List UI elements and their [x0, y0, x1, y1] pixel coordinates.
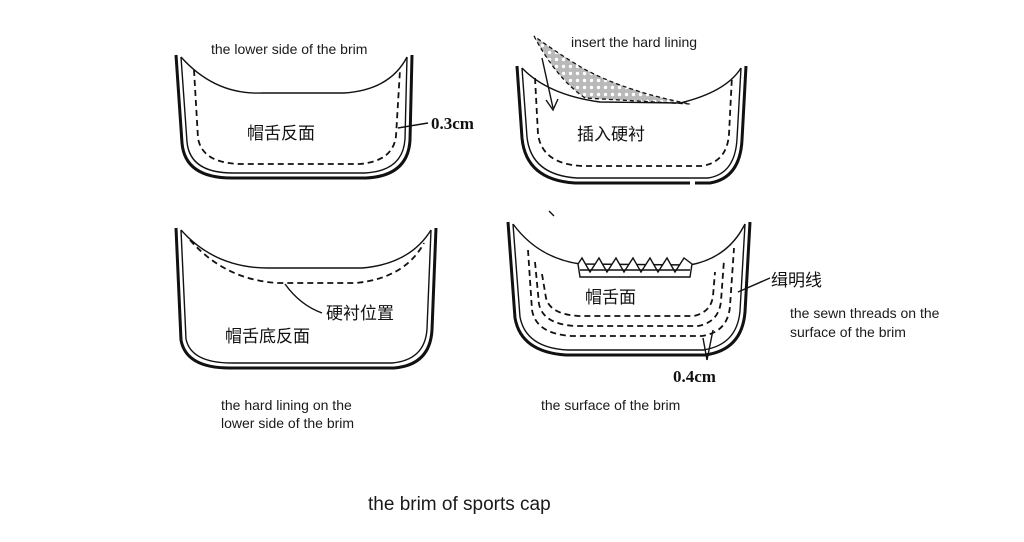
- insert-arrow-head: [545, 98, 559, 112]
- label-brim-face-cn: 帽舌面: [585, 288, 636, 308]
- panel-surface: 帽舌面 缉明线 0.4cm the sewn threads on the su…: [506, 210, 940, 413]
- label-insert-lining-cn: 插入硬衬: [577, 125, 645, 145]
- topstitch-line-3: [541, 271, 716, 317]
- brim-outline: [174, 54, 414, 180]
- brim-inner-edge: [512, 223, 746, 351]
- topstitch-line-2: [534, 259, 725, 327]
- panel-lining-position: 硬衬位置 帽舌底反面 the hard lining on the lower …: [174, 227, 438, 431]
- brim-outline: [515, 65, 690, 185]
- brim-back-edge: [512, 223, 746, 266]
- brim-inner-edge: [521, 67, 742, 179]
- lining-position-line: [189, 239, 425, 284]
- label-topstitch-cn: 缉明线: [771, 271, 822, 291]
- leader-line-topstitch: [737, 277, 771, 293]
- label-hard-lining-line1: the hard lining on the: [221, 397, 352, 413]
- brim-outline-right: [695, 65, 748, 185]
- topstitch-line-1: [527, 247, 735, 337]
- label-brim-bottom-reverse-cn: 帽舌底反面: [225, 327, 310, 347]
- dimension-0-4cm: 0.4cm: [673, 367, 716, 386]
- brim-inner-edge: [180, 229, 432, 364]
- leader-line-03: [397, 122, 429, 129]
- stray-mark: [548, 210, 555, 217]
- leader-line-04b: [706, 329, 714, 361]
- seam-allowance-line: [193, 69, 401, 165]
- panel-lower-side: 0.3cm 帽舌反面 the lower side of the brim: [174, 41, 474, 180]
- dimension-0-3cm: 0.3cm: [431, 114, 474, 133]
- leader-line-04a: [702, 337, 708, 361]
- label-surface-brim: the surface of the brim: [541, 397, 680, 413]
- brim-back-edge: [521, 67, 742, 104]
- label-brim-reverse-cn: 帽舌反面: [247, 124, 315, 144]
- brim-inner-edge: [180, 56, 408, 174]
- label-insert-hard-lining: insert the hard lining: [571, 34, 697, 50]
- label-lower-side-brim: the lower side of the brim: [211, 41, 367, 57]
- label-lining-position-cn: 硬衬位置: [326, 304, 394, 324]
- gathered-crown-edge: [577, 256, 693, 278]
- label-hard-lining-line2: lower side of the brim: [221, 415, 354, 431]
- hard-lining-insert: [533, 35, 691, 105]
- insert-arrow-stem: [541, 57, 554, 109]
- figure-caption: the brim of sports cap: [368, 494, 551, 515]
- seam-allowance-line: [534, 75, 733, 167]
- brim-outline: [174, 227, 438, 370]
- label-sewn-threads-line1: the sewn threads on the: [790, 305, 940, 321]
- leader-line-lining: [284, 283, 323, 314]
- brim-outline: [506, 221, 752, 357]
- brim-back-edge: [180, 229, 432, 269]
- panel-insert-lining: 插入硬衬 insert the hard lining: [515, 34, 748, 185]
- brim-back-edge: [180, 56, 408, 94]
- label-sewn-threads-line2: surface of the brim: [790, 324, 906, 340]
